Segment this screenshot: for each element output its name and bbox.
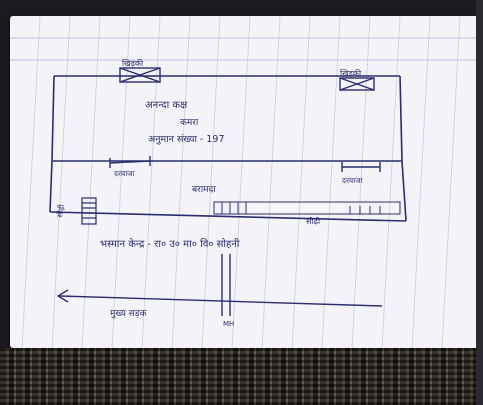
door-left-label: दरवाजा	[114, 169, 136, 178]
road-label: मुख्य सड़क	[110, 309, 148, 319]
window-right	[339, 77, 375, 91]
room-sub: कमरा	[180, 118, 199, 128]
exam-centre-note: भस्मान केन्द्र - रा० उ० मा० वि० सोहनी	[100, 238, 240, 250]
fabric-background	[0, 348, 483, 405]
window-left	[119, 67, 161, 83]
stairs-label: सीढ़ी	[306, 216, 321, 226]
door-right-label: दरवाजा	[342, 176, 364, 185]
corridor-steps	[213, 201, 401, 215]
room-number-label: अनुमान संख्या - 197	[148, 134, 225, 145]
window-left-label: खिड़की	[122, 58, 144, 68]
vertical-ruling	[21, 16, 461, 348]
room-outline	[49, 75, 407, 222]
road	[56, 289, 383, 307]
door-right	[341, 162, 381, 172]
entry-path	[221, 254, 231, 316]
hand-drawn-sketch: खिड़की खिड़की अनन्दा कक्ष कमरा अनुमान सं…	[10, 16, 480, 348]
notebook-page: खिड़की खिड़की अनन्दा कक्ष कमरा अनुमान सं…	[10, 16, 480, 348]
window-right-label: खिड़की	[340, 68, 362, 78]
stairs-left	[81, 197, 97, 225]
ruled-lines	[10, 37, 480, 61]
road-number: MH	[223, 320, 234, 328]
room-name: अनन्दा कक्ष	[145, 100, 188, 111]
corridor-label: बरामदा	[192, 185, 216, 195]
door-left	[109, 156, 151, 168]
dark-edge	[476, 0, 483, 405]
side-stairs-label: सीढ़ी	[55, 203, 66, 219]
